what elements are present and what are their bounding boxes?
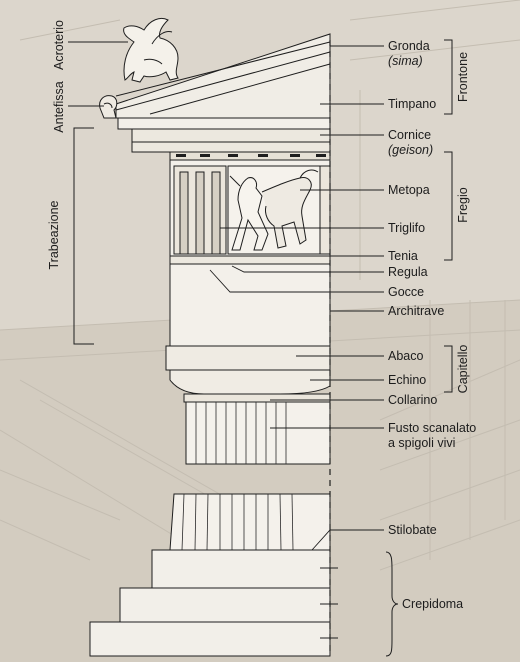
label-cornice: Cornice bbox=[388, 128, 432, 142]
label-architrave: Architrave bbox=[388, 304, 445, 318]
label-abaco: Abaco bbox=[388, 349, 424, 363]
cornice bbox=[117, 117, 331, 130]
leader-lines bbox=[68, 41, 384, 639]
label-capitello: Capitello bbox=[456, 344, 470, 394]
label-fusto-2: a spigoli vivi bbox=[388, 436, 456, 450]
architrave bbox=[169, 263, 331, 347]
crepidoma-step-2 bbox=[119, 587, 331, 623]
label-antefissa: Antefissa bbox=[52, 81, 66, 133]
bracket-crepidoma bbox=[385, 551, 399, 657]
label-collarino: Collarino bbox=[388, 393, 438, 407]
label-regula: Regula bbox=[388, 265, 428, 279]
label-stilobate: Stilobate bbox=[388, 523, 437, 537]
stylobate bbox=[151, 549, 331, 589]
brackets bbox=[73, 39, 453, 657]
column-shaft-lower bbox=[169, 493, 331, 551]
acroterion-griffin bbox=[123, 17, 179, 83]
label-frontone: Frontone bbox=[456, 51, 470, 103]
abacus bbox=[165, 345, 331, 371]
label-crepidoma: Crepidoma bbox=[402, 597, 464, 611]
label-acroterio: Acroterio bbox=[52, 19, 66, 71]
column-shaft-upper bbox=[185, 401, 331, 465]
label-triglifo: Triglifo bbox=[388, 221, 426, 235]
label-trabeazione: Trabeazione bbox=[47, 200, 61, 270]
label-timpano: Timpano bbox=[388, 97, 437, 111]
echinus bbox=[169, 369, 331, 395]
taenia bbox=[169, 255, 331, 265]
bracket-fregio bbox=[444, 151, 453, 261]
bracket-trabeazione bbox=[73, 127, 94, 345]
label-sima: (sima) bbox=[388, 54, 423, 68]
label-metopa: Metopa bbox=[388, 183, 430, 197]
antefix bbox=[99, 95, 118, 119]
crepidoma-step-1 bbox=[89, 621, 331, 657]
necking bbox=[183, 393, 331, 403]
label-geison: (geison) bbox=[388, 143, 434, 157]
bracket-frontone bbox=[444, 39, 453, 115]
label-gronda: Gronda bbox=[388, 39, 430, 53]
label-gocce: Gocce bbox=[388, 285, 425, 299]
bracket-capitello bbox=[444, 345, 453, 393]
triglyph bbox=[173, 165, 227, 255]
label-tenia: Tenia bbox=[388, 249, 418, 263]
metope bbox=[227, 165, 321, 255]
label-fregio: Fregio bbox=[456, 187, 470, 223]
label-echino: Echino bbox=[388, 373, 427, 387]
label-fusto-1: Fusto scanalato bbox=[388, 421, 477, 435]
